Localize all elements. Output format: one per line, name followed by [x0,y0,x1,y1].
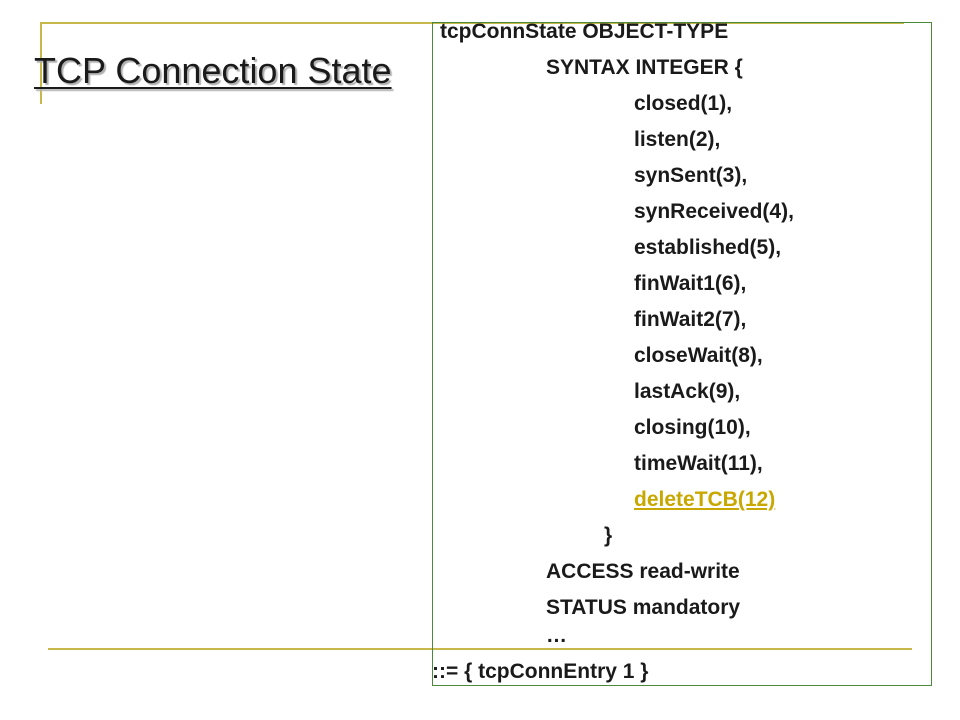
top-rule [40,22,904,24]
syntax-close-brace: } [604,524,613,547]
enum-value-deletetcb: deleteTCB(12) [634,488,776,511]
assignment-line: ::= { tcpConnEntry 1 } [432,660,649,683]
enum-value-finwait2: finWait2(7), [634,308,747,331]
mib-definition-box [432,22,932,686]
access-line: ACCESS read-write [546,560,740,583]
enum-value-synreceived: synReceived(4), [634,200,794,223]
enum-value-timewait: timeWait(11), [634,452,763,475]
enum-value-synsent: synSent(3), [634,164,748,187]
syntax-line: SYNTAX INTEGER { [546,56,743,79]
enum-value-closed: closed(1), [634,92,733,115]
bottom-rule [48,648,912,650]
enum-value-finwait1: finWait1(6), [634,272,747,295]
enum-value-closewait: closeWait(8), [634,344,763,367]
status-line: STATUS mandatory [546,596,741,619]
enum-value-lastack: lastAck(9), [634,380,741,403]
left-rule [40,22,42,104]
enum-value-closing: closing(10), [634,416,751,439]
enum-value-listen: listen(2), [634,128,721,151]
ellipsis-line: … [546,624,567,647]
slide-title: TCP Connection State [34,50,392,91]
enum-value-established: established(5), [634,236,782,259]
object-type-header: tcpConnState OBJECT-TYPE [440,20,729,43]
